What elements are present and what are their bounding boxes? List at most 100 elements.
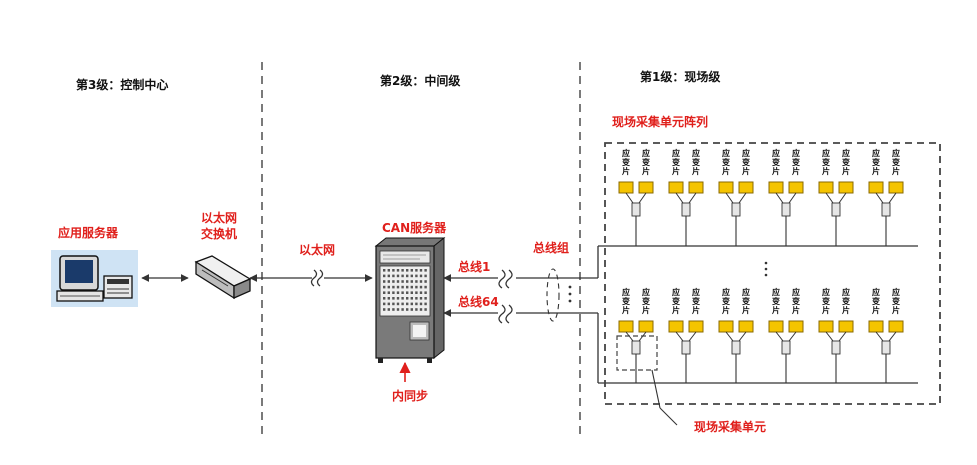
bus-group-bundle	[546, 268, 560, 322]
application-server-icon	[51, 250, 138, 307]
strain-gauge-label: 片	[772, 305, 780, 315]
strain-gauge-label: 变	[772, 157, 780, 167]
strain-gauge	[868, 320, 884, 333]
acquisition-module	[681, 202, 691, 217]
network-break-mark	[310, 269, 318, 287]
bus-break-mark	[505, 304, 513, 324]
strain-gauge-label: 应	[772, 148, 780, 158]
strain-gauge-label: 变	[892, 157, 900, 167]
strain-gauge-label: 应	[842, 287, 850, 297]
strain-gauge	[688, 181, 704, 194]
ethernet-switch-icon	[194, 255, 252, 300]
strain-gauge-label: 片	[742, 305, 750, 315]
strain-gauge-label: 变	[842, 157, 850, 167]
strain-gauge	[688, 320, 704, 333]
strain-gauge-label: 片	[792, 166, 800, 176]
strain-gauge-label: 变	[822, 296, 830, 306]
acquisition-module	[881, 202, 891, 217]
bus1-label: 总线1	[458, 260, 491, 274]
strain-gauge-label: 应	[692, 148, 700, 158]
bus-break-mark	[498, 304, 506, 324]
strain-gauge-label: 应	[642, 148, 650, 158]
acquisition-module	[631, 202, 641, 217]
bus-group-label: 总线组	[533, 241, 570, 255]
strain-gauge-label: 变	[692, 296, 700, 306]
strain-gauge-label: 应	[642, 287, 650, 297]
strain-gauge	[768, 181, 784, 194]
strain-gauge-label: 片	[822, 166, 830, 176]
can-server-cabinet-icon	[374, 236, 446, 363]
strain-gauge-label: 变	[642, 157, 650, 167]
highlighted-unit-frame	[616, 335, 658, 371]
strain-gauge-label: 应	[822, 287, 830, 297]
strain-gauge-label: 应	[842, 148, 850, 158]
strain-gauge-label: 变	[722, 296, 730, 306]
acquisition-module	[881, 340, 891, 355]
strain-gauge-label: 变	[872, 157, 880, 167]
strain-gauge-label: 应	[872, 287, 880, 297]
strain-gauge-label: 变	[842, 296, 850, 306]
strain-gauge	[638, 320, 654, 333]
strain-gauge-label: 应	[742, 148, 750, 158]
strain-gauge-label: 应	[892, 287, 900, 297]
strain-gauge-label: 变	[722, 157, 730, 167]
strain-gauge	[888, 181, 904, 194]
strain-gauge	[768, 320, 784, 333]
strain-gauge-label: 变	[822, 157, 830, 167]
strain-gauge-label: 应	[622, 148, 630, 158]
strain-gauge-label: 应	[692, 287, 700, 297]
strain-gauge-label: 片	[872, 166, 880, 176]
strain-gauge	[788, 320, 804, 333]
strain-gauge	[618, 320, 634, 333]
strain-gauge-label: 片	[672, 305, 680, 315]
strain-gauge-label: 片	[692, 166, 700, 176]
strain-gauge-label: 片	[672, 166, 680, 176]
can-server-label: CAN服务器	[382, 221, 447, 235]
strain-gauge-label: 片	[722, 305, 730, 315]
app-server-label: 应用服务器	[58, 226, 119, 240]
strain-gauge-label: 应	[792, 148, 800, 158]
strain-gauge-label: 应	[892, 148, 900, 158]
field-array-label: 现场采集单元阵列	[612, 115, 709, 129]
strain-gauge-label: 变	[792, 296, 800, 306]
ethernet-label: 以太网	[299, 243, 336, 257]
strain-gauge-label: 应	[722, 287, 730, 297]
level2-label: 第2级：中间级	[380, 74, 461, 88]
strain-gauge-label: 应	[822, 148, 830, 158]
strain-gauge-label: 变	[692, 157, 700, 167]
strain-gauge-label: 片	[892, 166, 900, 176]
strain-gauge-label: 变	[642, 296, 650, 306]
strain-gauge-label: 片	[872, 305, 880, 315]
strain-gauge-label: 片	[892, 305, 900, 315]
strain-gauge-label: 片	[742, 166, 750, 176]
strain-gauge-label: 片	[772, 166, 780, 176]
acquisition-module	[781, 340, 791, 355]
strain-gauge-label: 片	[642, 166, 650, 176]
acquisition-module	[731, 340, 741, 355]
acquisition-module	[681, 340, 691, 355]
strain-gauge	[838, 181, 854, 194]
strain-gauge	[738, 181, 754, 194]
acquisition-module	[831, 202, 841, 217]
acquisition-module	[831, 340, 841, 355]
strain-gauge-label: 片	[842, 305, 850, 315]
strain-gauge-label: 片	[722, 166, 730, 176]
level3-label: 第3级：控制中心	[76, 78, 169, 92]
strain-gauge-label: 变	[622, 157, 630, 167]
internal-sync-label: 内同步	[392, 389, 429, 403]
strain-gauge-label: 应	[872, 148, 880, 158]
strain-gauge-label: 变	[672, 296, 680, 306]
strain-gauge-label: 应	[672, 287, 680, 297]
strain-gauge-label: 变	[672, 157, 680, 167]
